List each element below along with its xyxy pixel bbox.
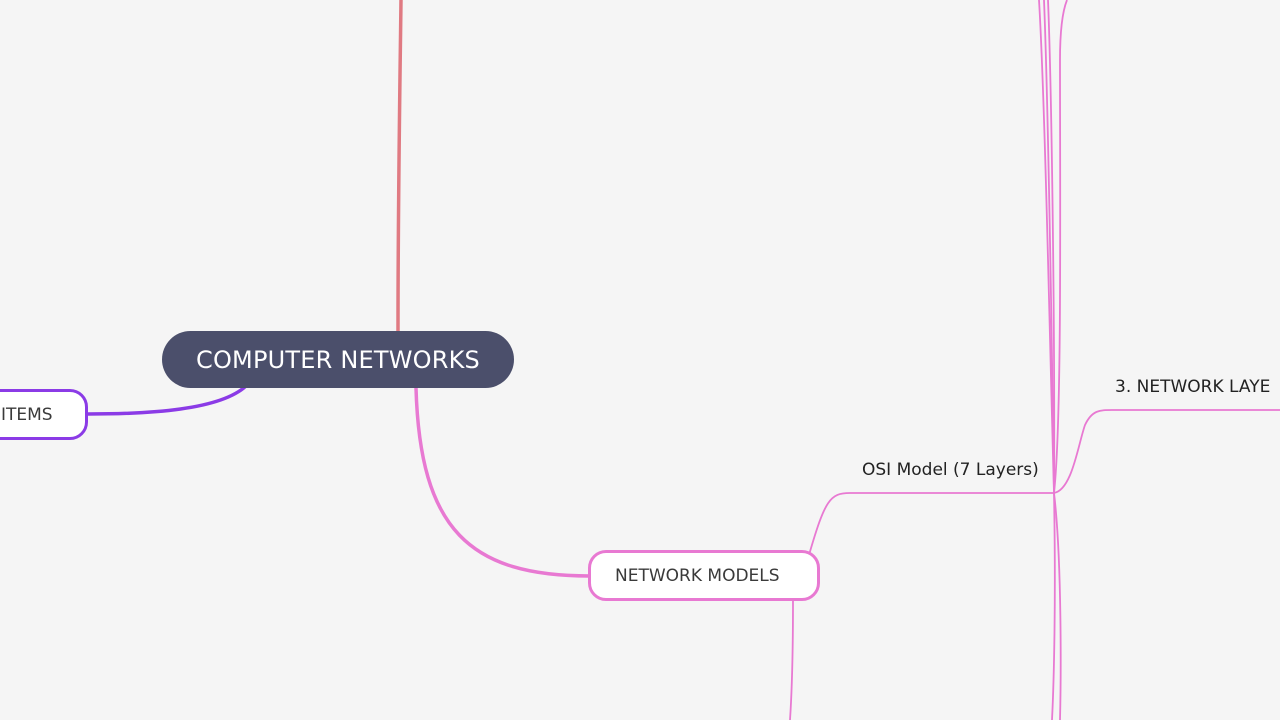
connector-models-down: [789, 599, 794, 720]
branch-node-items[interactable]: ITEMS: [0, 389, 88, 440]
branch-node-label: NETWORK MODELS: [615, 565, 780, 586]
connector-root-to-network-models: [414, 387, 591, 578]
subtopic-network-layer[interactable]: 3. NETWORK LAYE: [1115, 377, 1271, 397]
branch-node-label: ITEMS: [1, 404, 53, 425]
connector-osi-down-1: [1051, 492, 1056, 720]
connector-osi-up-2: [1043, 0, 1055, 494]
root-node-label: COMPUTER NETWORKS: [196, 345, 480, 374]
subtopic-osi-model[interactable]: OSI Model (7 Layers): [862, 460, 1039, 480]
connector-root-to-offscreen-top: [396, 0, 403, 333]
connector-osi-up-3: [1047, 0, 1056, 494]
connector-osi-down-2: [1053, 492, 1062, 720]
connector-root-to-items: [87, 384, 248, 416]
connector-osi-to-network-layer: [1053, 409, 1280, 494]
connector-osi-up-4: [1053, 0, 1068, 494]
branch-node-network-models[interactable]: NETWORK MODELS: [588, 550, 820, 601]
connector-models-to-osi: [808, 492, 1054, 556]
root-node-computer-networks[interactable]: COMPUTER NETWORKS: [162, 331, 514, 388]
